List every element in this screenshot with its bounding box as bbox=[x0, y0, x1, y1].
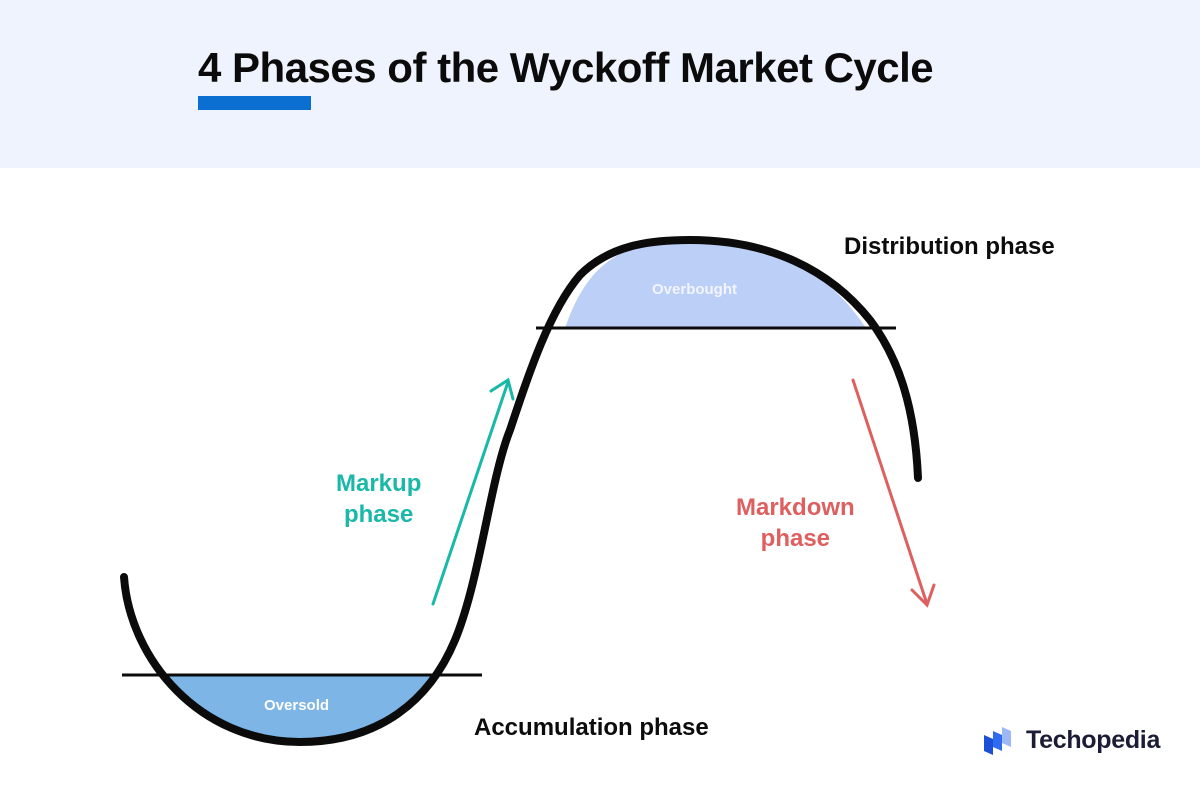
title-accent-bar bbox=[198, 96, 311, 110]
overbought-label: Overbought bbox=[652, 281, 737, 298]
markdown-label-line2: phase bbox=[760, 525, 831, 552]
techopedia-logo: Techopedia bbox=[982, 726, 1160, 755]
markup-phase-label: Markup phase bbox=[336, 468, 421, 530]
markup-label-line1: Markup bbox=[336, 470, 422, 497]
brand-name: Techopedia bbox=[1026, 726, 1161, 754]
page-title: 4 Phases of the Wyckoff Market Cycle bbox=[198, 44, 934, 91]
markup-arrow-icon bbox=[431, 377, 515, 606]
markdown-arrow-icon bbox=[851, 378, 936, 608]
markup-label-line2: phase bbox=[343, 501, 414, 528]
techopedia-logo-icon bbox=[984, 726, 1011, 755]
oversold-label: Oversold bbox=[264, 697, 330, 714]
market-cycle-curve bbox=[120, 236, 922, 746]
header-band bbox=[0, 0, 1200, 168]
distribution-phase-label: Distribution phase bbox=[844, 233, 1055, 260]
markdown-phase-label: Markdown phase bbox=[736, 492, 855, 554]
markdown-label-line1: Markdown bbox=[736, 494, 855, 521]
accumulation-phase-label: Accumulation phase bbox=[474, 714, 709, 741]
